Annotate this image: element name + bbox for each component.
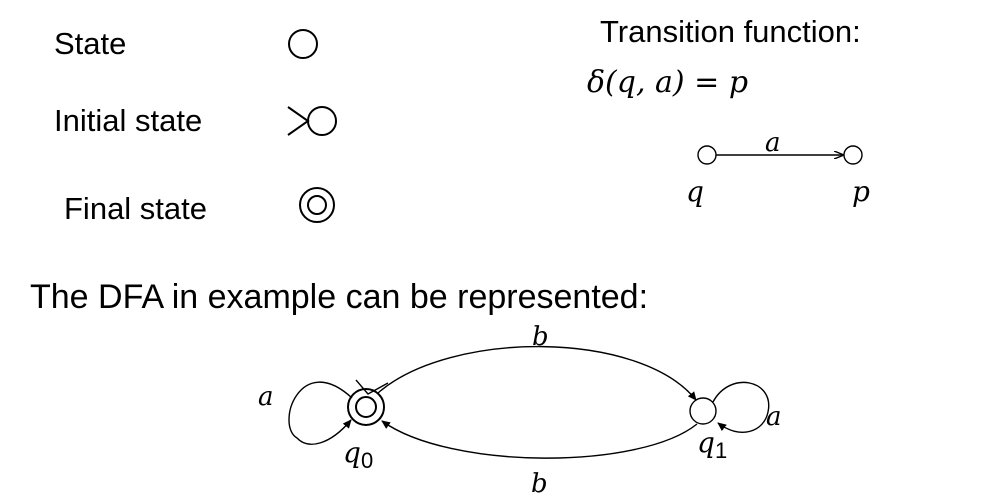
edge-q1-to-q0-label: b xyxy=(531,469,548,499)
state-symbol-icon xyxy=(288,29,318,59)
edge-q1-self-loop xyxy=(712,381,770,433)
legend-initial-label: Initial state xyxy=(54,103,202,138)
legend-state: State xyxy=(54,26,318,61)
edge-q1-self-label: a xyxy=(766,402,782,432)
legend-state-label: State xyxy=(54,26,126,61)
transition-target-state xyxy=(843,145,863,165)
state-q1 xyxy=(689,397,717,425)
dfa-caption: The DFA in example can be represented: xyxy=(30,278,648,316)
transition-formula: δ(q, a) = p xyxy=(587,65,748,100)
transition-function: Transition function: δ(q, a) = p a q p xyxy=(587,14,870,208)
initial-arrow-icon xyxy=(355,379,389,395)
transition-symbol-label: a xyxy=(765,128,781,158)
state-q0 xyxy=(347,388,385,426)
legend-initial-state: Initial state xyxy=(54,103,337,138)
initial-state-symbol-icon xyxy=(287,106,337,136)
transition-to-label: p xyxy=(852,175,870,208)
transition-heading: Transition function: xyxy=(600,14,861,49)
edge-q0-to-q1 xyxy=(377,345,697,401)
transition-example: a q p xyxy=(686,128,870,208)
edge-q1-to-q0 xyxy=(381,420,698,459)
transition-source-state xyxy=(697,145,717,165)
state-q1-label: q1 xyxy=(697,426,727,463)
edge-q0-self-loop xyxy=(288,381,353,445)
transition-from-label: q xyxy=(686,175,704,208)
edge-q0-self-label: a xyxy=(258,382,274,412)
state-q0-label: q0 xyxy=(343,436,373,473)
legend-final-state: Final state xyxy=(64,187,335,226)
legend-final-label: Final state xyxy=(64,191,207,226)
final-state-symbol-icon xyxy=(299,187,335,223)
dfa-diagram: a q0 b b q1 a xyxy=(258,322,782,499)
edge-q0-to-q1-label: b xyxy=(532,322,549,352)
